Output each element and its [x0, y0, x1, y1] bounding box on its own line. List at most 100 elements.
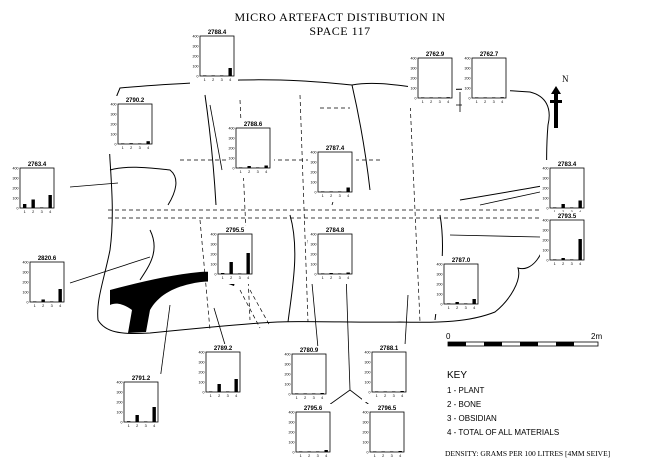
- chart-frame: [199, 35, 235, 77]
- x-tick-label: 1: [240, 170, 242, 174]
- y-tick-label: 400: [365, 351, 371, 355]
- bar-1: [32, 301, 37, 302]
- sample-id-label: 2820.6: [38, 256, 57, 262]
- chart-frame: [549, 219, 585, 261]
- y-tick-label: 200: [23, 281, 29, 285]
- y-tick-label: 300: [289, 421, 295, 425]
- x-tick-label: 3: [493, 100, 495, 104]
- x-tick-label: 3: [239, 276, 241, 280]
- y-tick-label: 300: [411, 67, 417, 71]
- bar-3: [391, 391, 396, 392]
- bar-3: [337, 191, 342, 192]
- chart-frame: [291, 353, 327, 395]
- sample-id-label: 2787.0: [452, 258, 471, 264]
- y-tick-label: 200: [543, 187, 549, 191]
- y-tick-label: 200: [365, 371, 371, 375]
- y-tick-label: 300: [311, 161, 317, 165]
- bar-2: [455, 302, 459, 304]
- bar-3: [491, 97, 496, 98]
- inner-wall-mid: [204, 94, 217, 206]
- y-tick-label: 400: [437, 263, 443, 267]
- x-tick-label: 2: [456, 306, 458, 310]
- y-tick-label: 100: [465, 87, 471, 91]
- x-tick-label: 1: [24, 210, 26, 214]
- bar-3: [569, 259, 574, 260]
- scale-start: 0: [446, 332, 451, 341]
- y-tick-label: 100: [311, 263, 317, 267]
- x-tick-label: 4: [153, 424, 155, 428]
- y-tick-label: 300: [465, 67, 471, 71]
- x-tick-label: 2: [304, 396, 306, 400]
- chart-frame: [317, 233, 353, 275]
- y-tick-label: 300: [193, 45, 199, 49]
- key-item-bone: 2 - BONE: [447, 400, 482, 409]
- y-tick-label: 0: [115, 143, 117, 147]
- bar-1: [202, 75, 207, 76]
- x-tick-label: 1: [374, 454, 376, 458]
- x-tick-label: 1: [448, 306, 450, 310]
- y-tick-label: 0: [547, 259, 549, 263]
- sample-id-label: 2795.5: [226, 228, 245, 234]
- sample-id-label: 2790.2: [126, 98, 145, 104]
- sample-id-label: 2788.4: [208, 30, 227, 36]
- chart-frame: [317, 151, 353, 193]
- sample-id-label: 2762.9: [426, 52, 445, 58]
- bar-2: [129, 143, 133, 144]
- x-tick-label: 4: [347, 276, 349, 280]
- bar-3: [569, 207, 574, 208]
- bar-1: [446, 303, 451, 304]
- y-tick-label: 400: [311, 151, 317, 155]
- bar-4: [320, 393, 324, 394]
- x-tick-label: 2: [32, 210, 34, 214]
- y-tick-label: 300: [543, 229, 549, 233]
- key-item-plant: 1 - PLANT: [447, 386, 485, 395]
- x-tick-label: 4: [401, 394, 403, 398]
- bar-3: [225, 391, 230, 392]
- y-tick-label: 0: [289, 393, 291, 397]
- bar-4: [398, 451, 402, 452]
- bar-3: [237, 273, 242, 274]
- x-tick-label: 3: [339, 194, 341, 198]
- x-tick-label: 4: [501, 100, 503, 104]
- x-tick-label: 3: [571, 262, 573, 266]
- bar-4: [264, 165, 268, 168]
- x-tick-label: 1: [128, 424, 130, 428]
- chart-frame: [29, 261, 65, 303]
- y-tick-label: 0: [315, 273, 317, 277]
- bar-2: [561, 204, 565, 208]
- grid-lines: [108, 94, 550, 331]
- sample-id-label: 2763.4: [28, 162, 47, 168]
- bar-3: [137, 143, 142, 144]
- bar-1: [320, 191, 325, 192]
- y-tick-label: 0: [367, 451, 369, 455]
- x-tick-label: 3: [313, 396, 315, 400]
- y-tick-label: 200: [311, 171, 317, 175]
- sample-id-label: 2789.2: [214, 346, 233, 352]
- y-tick-label: 200: [211, 253, 217, 257]
- x-tick-label: 4: [49, 210, 51, 214]
- x-tick-label: 2: [330, 276, 332, 280]
- bar-1: [294, 393, 299, 394]
- y-tick-label: 100: [117, 411, 123, 415]
- y-tick-label: 400: [193, 35, 199, 39]
- y-tick-label: 0: [121, 421, 123, 425]
- bar-3: [143, 421, 148, 422]
- sample-id-label: 2784.8: [326, 228, 345, 234]
- y-tick-label: 400: [13, 167, 19, 171]
- x-tick-label: 3: [221, 78, 223, 82]
- bar-1: [238, 167, 243, 168]
- y-tick-label: 0: [27, 301, 29, 305]
- y-tick-label: 300: [199, 361, 205, 365]
- x-tick-label: 4: [59, 304, 61, 308]
- bar-2: [41, 299, 45, 302]
- y-tick-label: 300: [229, 137, 235, 141]
- x-tick-label: 4: [325, 454, 327, 458]
- y-tick-label: 0: [469, 97, 471, 101]
- black-feature: [110, 271, 236, 333]
- sample-id-label: 2793.5: [558, 214, 577, 220]
